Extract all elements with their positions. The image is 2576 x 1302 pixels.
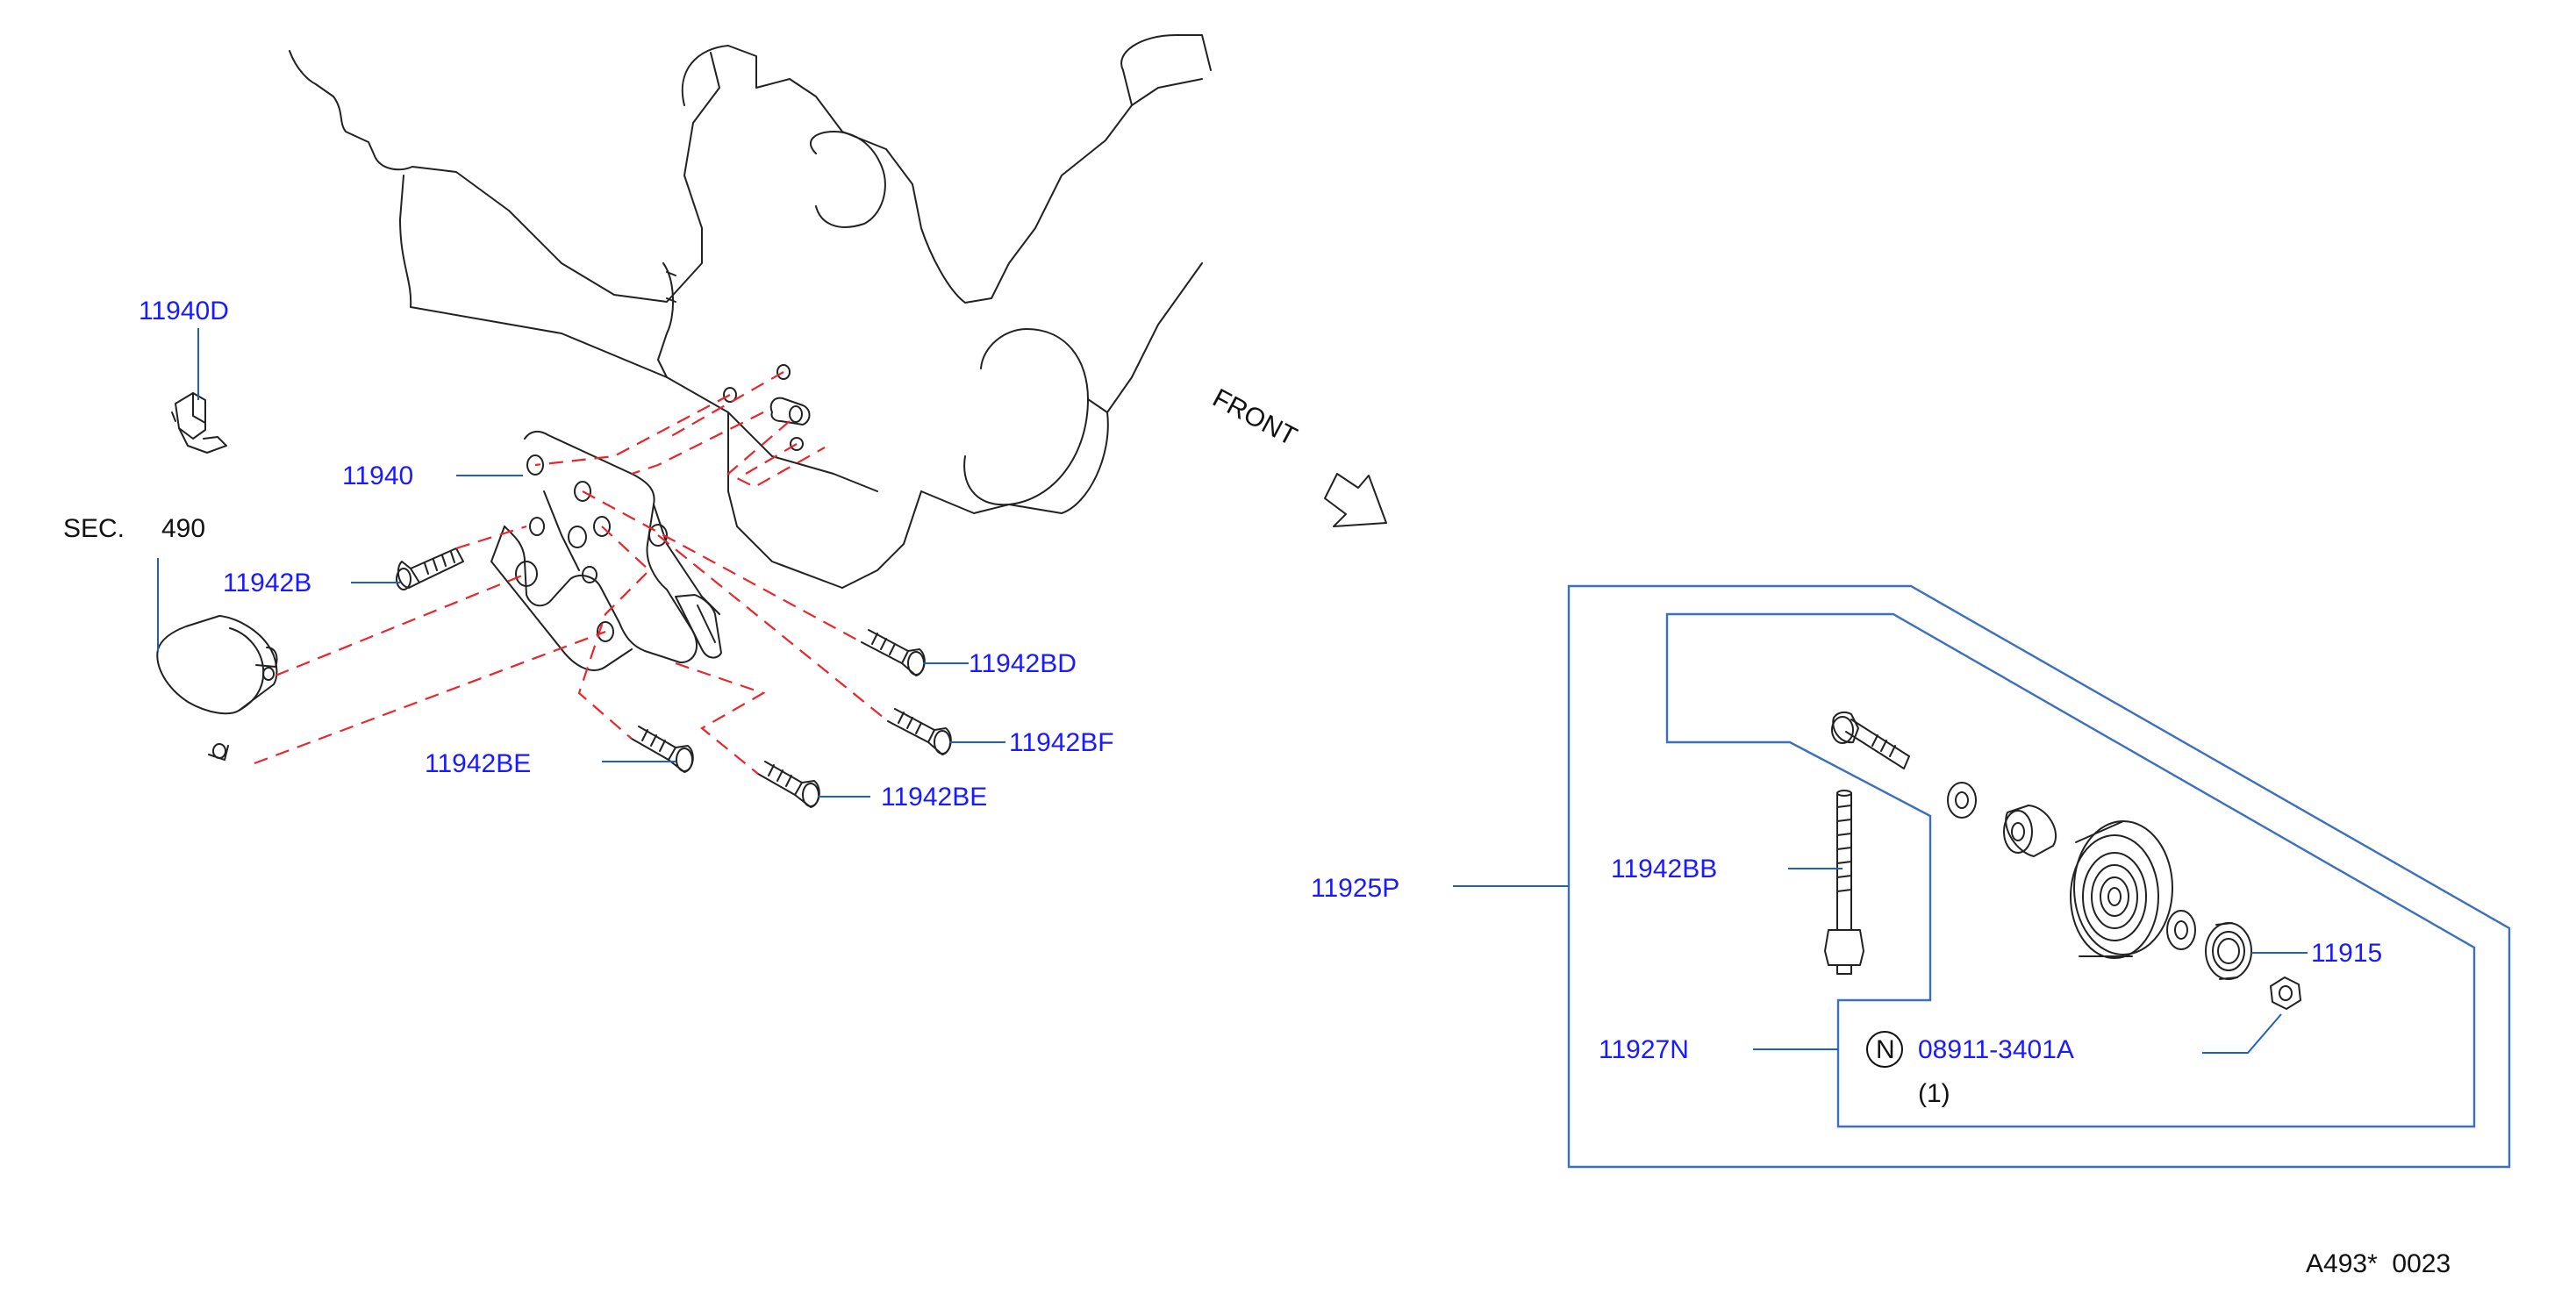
bolt-11942B-drawing [396, 547, 464, 590]
kit-bolt-drawing [1831, 711, 1910, 769]
bolt-11942BE-left-drawing [631, 726, 694, 773]
engine-block-drawing [289, 34, 1212, 589]
label-sec: SEC. [63, 514, 125, 543]
kit-bearing-11915-drawing [2205, 922, 2252, 980]
kit-stud-drawing [1824, 790, 1864, 975]
label-11925P: 11925P [1311, 874, 1399, 903]
label-11942BE-right: 11942BE [881, 783, 987, 812]
kit-box-11925P [1567, 584, 2511, 1169]
label-11942BF: 11942BF [1009, 728, 1114, 757]
assembly-link-lines [254, 371, 889, 775]
diagram-code: A493* 0023 [2306, 1249, 2451, 1278]
label-11942BD: 11942BD [969, 649, 1077, 678]
bracket-11940-drawing [490, 430, 722, 671]
kit-spacer-drawing [2166, 910, 2196, 950]
bolt-11942BF-drawing [887, 708, 952, 755]
label-08911-3401A: 08911-3401A [1918, 1035, 2074, 1064]
kit-bushing-drawing [2003, 805, 2057, 857]
label-11940D: 11940D [139, 297, 229, 326]
kit-washer-drawing [1947, 782, 1977, 819]
label-11942B: 11942B [223, 569, 311, 597]
part-labels: 11940D 11940 SEC. 490 11942B 11942BD 119… [63, 297, 2451, 1278]
sec-490-component-drawing [156, 615, 278, 761]
n-mark-circle [1866, 1031, 1903, 1068]
label-11927N: 11927N [1599, 1035, 1689, 1064]
label-11915: 11915 [2311, 939, 2382, 968]
n-mark-letter: N [1876, 1035, 1895, 1064]
leader-lines [157, 328, 2308, 1054]
label-11940: 11940 [342, 461, 413, 490]
kit-pulley-drawing [2070, 820, 2173, 959]
bolt-11942BD-drawing [861, 629, 926, 676]
label-11942BB: 11942BB [1611, 855, 1717, 884]
front-arrow: FRONT [1208, 383, 1387, 527]
front-label: FRONT [1208, 383, 1302, 452]
clip-11940D-drawing [171, 392, 227, 454]
label-quantity: (1) [1918, 1079, 1950, 1108]
kit-nut-drawing [2270, 976, 2301, 1010]
label-sec-number: 490 [161, 514, 205, 543]
label-11942BE-left: 11942BE [425, 749, 531, 778]
bolt-11942BE-right-drawing [757, 761, 820, 808]
